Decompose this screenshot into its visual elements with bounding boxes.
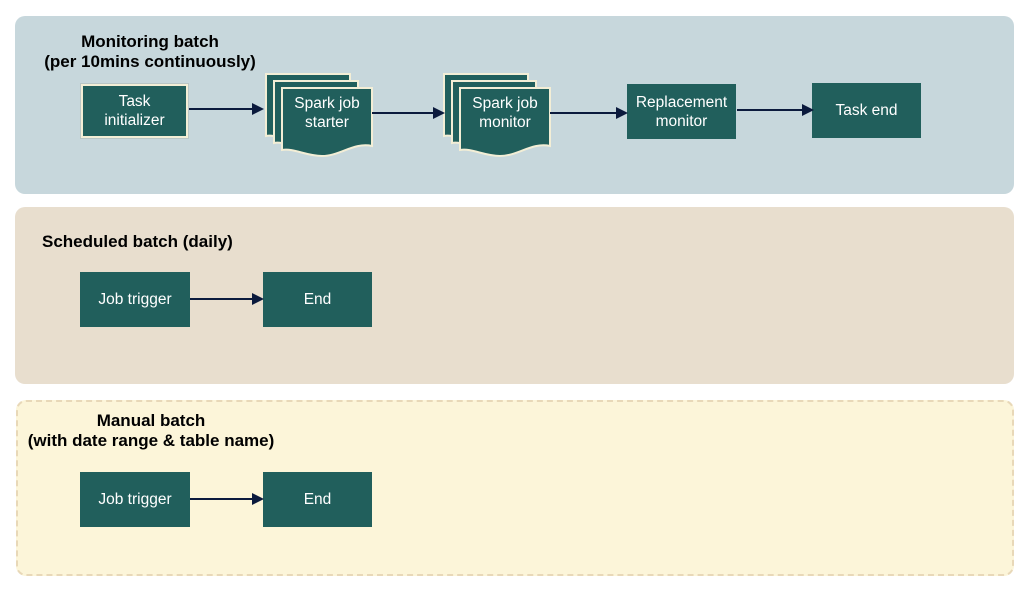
spark-job-monitor-label-line1: Spark job (472, 95, 538, 112)
spark-job-starter-node: Spark job starter (262, 72, 378, 158)
monitoring-batch-title: Monitoring batch (per 10mins continuousl… (20, 32, 280, 72)
scheduled-end-label: End (303, 291, 332, 308)
manual-batch-title-line2: (with date range & table name) (27, 431, 275, 450)
monitoring-batch-title-line1: Monitoring batch (81, 32, 219, 51)
replacement-monitor-label-line1: Replacement (635, 93, 728, 111)
task-initializer-label-line2: initializer (104, 112, 165, 129)
manual-end-node: End (263, 472, 372, 527)
manual-job-trigger-label: Job trigger (98, 491, 172, 508)
scheduled-batch-title: Scheduled batch (daily) (42, 232, 233, 251)
scheduled-job-trigger-node: Job trigger (80, 272, 190, 327)
spark-job-starter-label-line2: starter (305, 114, 349, 131)
manual-job-trigger-node: Job trigger (80, 472, 190, 527)
replacement-monitor-label-line2: monitor (655, 112, 708, 130)
monitoring-batch-title-line2: (per 10mins continuously) (44, 52, 256, 71)
spark-job-monitor-doc-shape (443, 73, 551, 158)
task-end-node: Task end (812, 83, 921, 138)
manual-batch-title: Manual batch (with date range & table na… (8, 411, 294, 451)
scheduled-job-trigger-label: Job trigger (98, 291, 172, 308)
task-end-label: Task end (835, 102, 898, 119)
manual-batch-title-line1: Manual batch (96, 411, 206, 430)
spark-job-starter-label-line1: Spark job (294, 95, 360, 112)
spark-job-monitor-node: Spark job monitor (440, 72, 556, 158)
spark-job-starter-doc-shape (265, 73, 373, 158)
replacement-monitor-node: Replacement monitor (627, 84, 736, 139)
scheduled-end-node: End (263, 272, 372, 327)
task-initializer-node: Task initializer (81, 84, 188, 138)
manual-end-label: End (303, 491, 332, 508)
spark-job-monitor-label-line2: monitor (479, 114, 531, 131)
task-initializer-label-line1: Task (118, 93, 151, 110)
